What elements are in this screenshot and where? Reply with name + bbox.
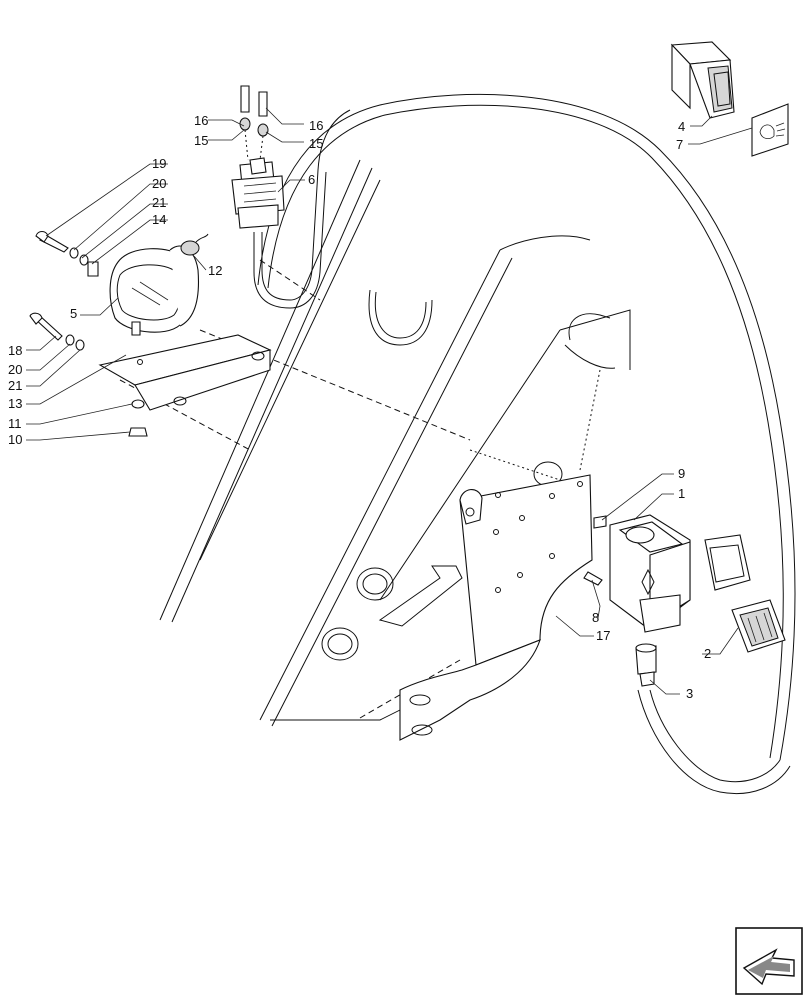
callout-18: 18 bbox=[8, 343, 22, 358]
callout-3: 3 bbox=[686, 686, 693, 701]
callout-7: 7 bbox=[676, 137, 683, 152]
callout-4: 4 bbox=[678, 119, 685, 134]
callout-15-right: 15 bbox=[309, 136, 323, 151]
callout-13: 13 bbox=[8, 396, 22, 411]
rocker-switch bbox=[670, 41, 735, 119]
callouts: 16 15 16 15 6 19 20 21 14 12 5 18 20 21 … bbox=[8, 113, 711, 701]
next-page-arrow-icon[interactable] bbox=[735, 927, 803, 995]
callout-19: 19 bbox=[152, 156, 166, 171]
callout-8: 8 bbox=[592, 610, 599, 625]
callout-20-bottom: 20 bbox=[8, 362, 22, 377]
callout-6: 6 bbox=[308, 172, 315, 187]
leader-lines bbox=[26, 107, 753, 695]
socket-assembly bbox=[583, 514, 786, 687]
callout-10: 10 bbox=[8, 432, 22, 447]
callout-21-bottom: 21 bbox=[8, 378, 22, 393]
mounting-plate bbox=[399, 474, 593, 741]
callout-12: 12 bbox=[208, 263, 222, 278]
callout-15-left: 15 bbox=[194, 133, 208, 148]
callout-17: 17 bbox=[596, 628, 610, 643]
callout-16-left: 16 bbox=[194, 113, 208, 128]
work-light bbox=[29, 230, 272, 437]
worklight-decal bbox=[751, 103, 789, 157]
connector-housing bbox=[231, 85, 285, 229]
callout-14: 14 bbox=[152, 212, 166, 227]
callout-20-top: 20 bbox=[152, 176, 166, 191]
callout-16-right: 16 bbox=[309, 118, 323, 133]
callout-5: 5 bbox=[70, 306, 77, 321]
callout-21-top: 21 bbox=[152, 195, 166, 210]
callout-11: 11 bbox=[8, 416, 22, 431]
callout-2: 2 bbox=[704, 646, 711, 661]
callout-9: 9 bbox=[678, 466, 685, 481]
cab-frame bbox=[119, 93, 796, 795]
callout-1: 1 bbox=[678, 486, 685, 501]
